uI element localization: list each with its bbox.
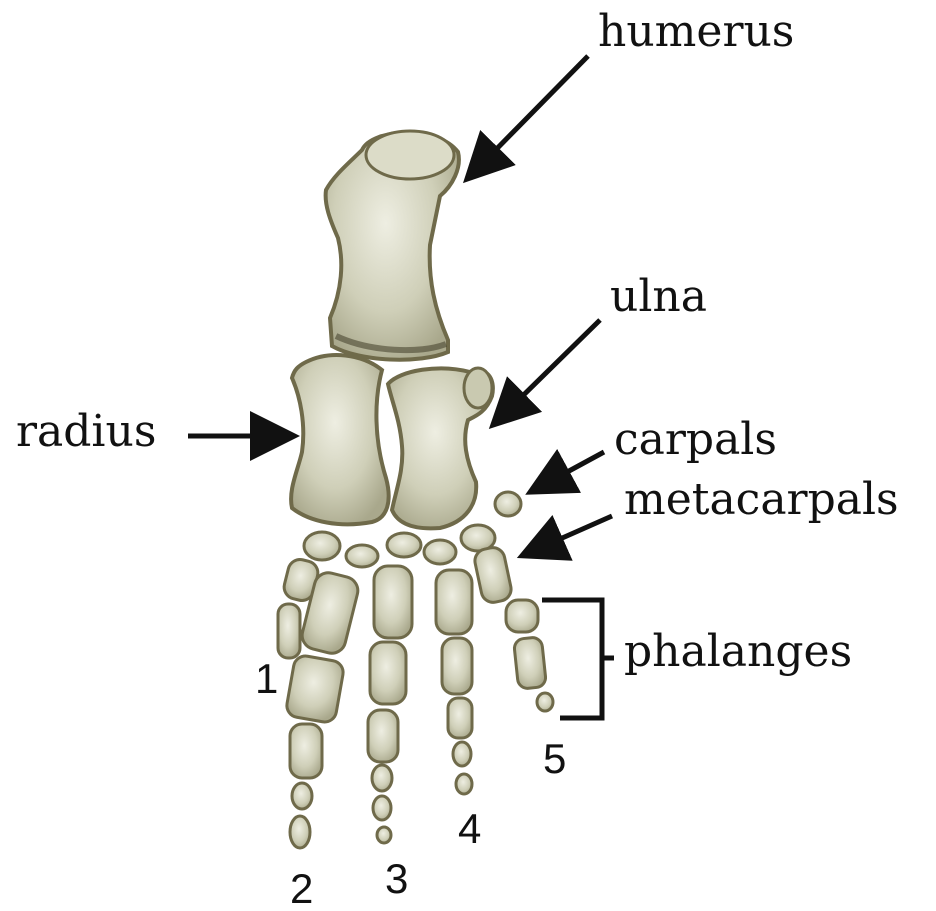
radius-bone bbox=[291, 355, 389, 524]
digit-5-bones bbox=[473, 545, 553, 711]
digit-5-number: 5 bbox=[543, 738, 566, 780]
humerus-bone bbox=[326, 131, 459, 360]
digit-3-bones bbox=[368, 566, 412, 843]
digit-3-number: 3 bbox=[385, 858, 408, 900]
ulna-bone bbox=[388, 368, 493, 528]
digit-1-number: 1 bbox=[255, 658, 278, 700]
digit-4-number: 4 bbox=[458, 808, 481, 850]
metacarpals-arrow bbox=[526, 516, 612, 554]
digit-4-bones bbox=[436, 570, 472, 794]
radius-label: radius bbox=[16, 410, 156, 454]
ulna-arrow bbox=[496, 320, 600, 422]
carpals-label: carpals bbox=[614, 418, 777, 462]
digit-2-number: 2 bbox=[290, 868, 313, 910]
carpals-arrow bbox=[534, 452, 604, 490]
humerus-arrow bbox=[470, 56, 588, 176]
metacarpals-label: metacarpals bbox=[624, 478, 899, 522]
humerus-label: humerus bbox=[598, 10, 794, 54]
ulna-label: ulna bbox=[610, 275, 707, 319]
phalanges-label: phalanges bbox=[624, 630, 852, 674]
